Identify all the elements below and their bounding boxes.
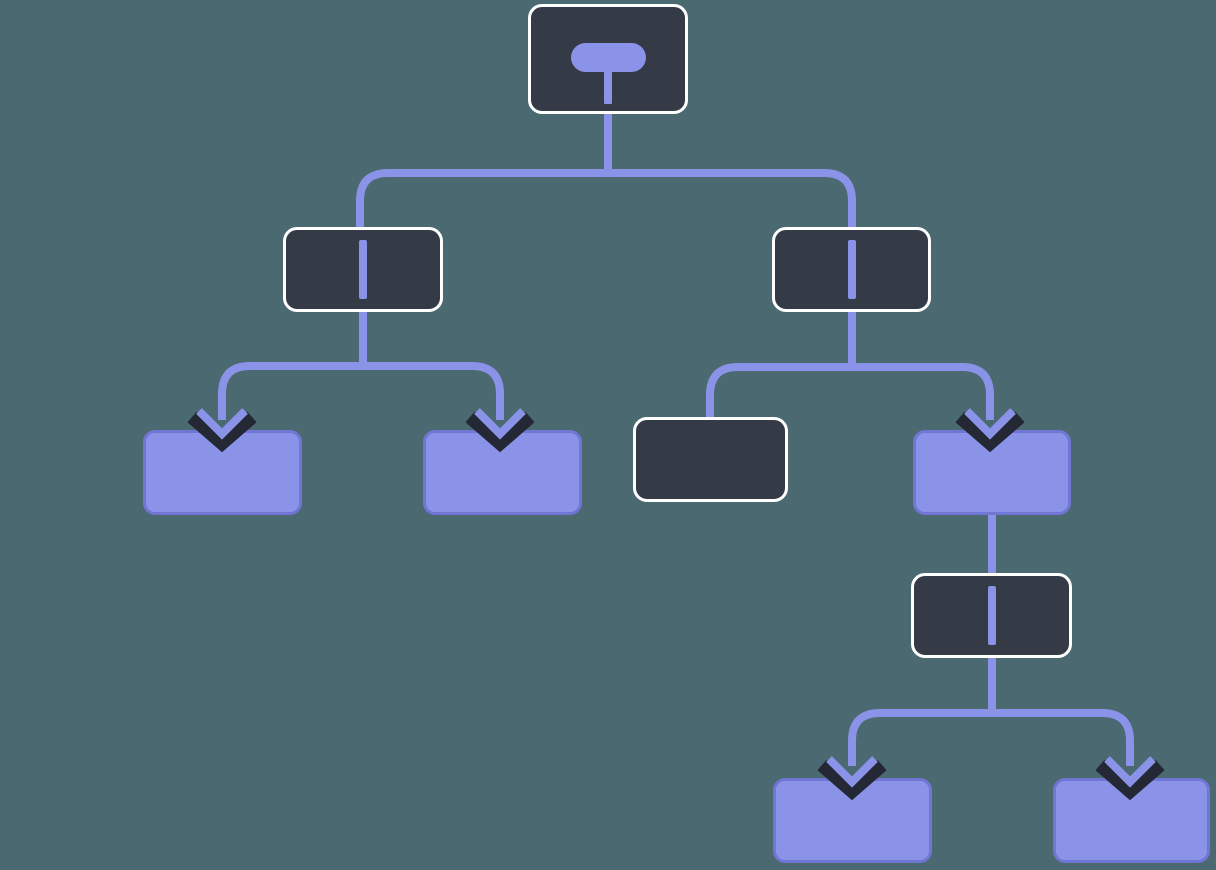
arrow-dark-chevron — [187, 411, 257, 453]
root-pill-icon — [570, 43, 646, 72]
gateway-divider-bar — [987, 586, 996, 645]
gateway-divider-bar — [359, 240, 367, 299]
arrow-down-icon — [1095, 756, 1165, 801]
edge-branch-bottom — [848, 709, 1134, 766]
arrow-down-icon — [187, 408, 257, 453]
edge-branch-right — [706, 363, 994, 421]
gateway-divider-bar — [847, 240, 856, 299]
arrow-dark-chevron — [1095, 759, 1165, 801]
gateway-node-bottom — [911, 573, 1072, 658]
arrow-purple-chevron — [474, 408, 526, 440]
arrow-down-icon — [465, 408, 535, 453]
root-node — [528, 4, 688, 114]
arrow-dark-chevron — [465, 411, 535, 453]
arrow-purple-chevron — [826, 756, 878, 788]
edge-branch-left — [218, 362, 504, 420]
arrow-purple-chevron — [964, 408, 1016, 440]
arrow-dark-chevron — [955, 411, 1025, 453]
dark-child-node — [633, 417, 788, 502]
edge-branch-top — [356, 169, 856, 229]
root-pill-stem — [604, 71, 612, 104]
gateway-node-right — [772, 227, 931, 312]
arrow-dark-chevron — [817, 759, 887, 801]
arrow-purple-chevron — [1104, 756, 1156, 788]
arrow-down-icon — [955, 408, 1025, 453]
arrow-down-icon — [817, 756, 887, 801]
gateway-node-left — [283, 227, 443, 312]
arrow-purple-chevron — [196, 408, 248, 440]
